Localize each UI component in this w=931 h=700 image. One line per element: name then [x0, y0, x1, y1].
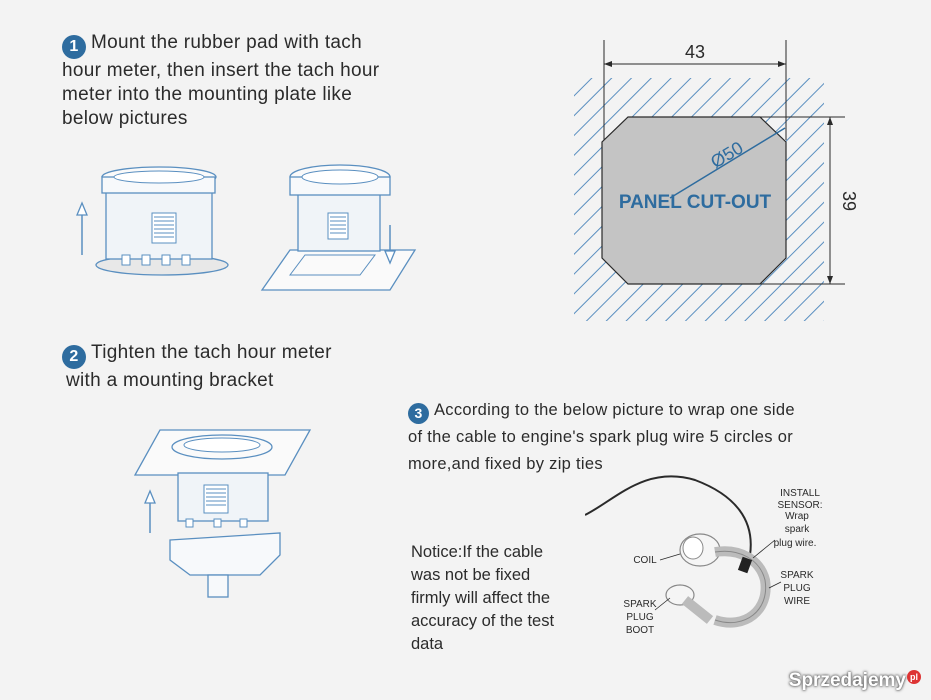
- step-1-illustration: [76, 164, 417, 291]
- width-label: 43: [685, 42, 705, 62]
- panel-cutout-diagram: 43 39 Ø50 PANEL CUT-OUT: [574, 40, 859, 321]
- step-3-line-1-text: According to the below picture to wrap o…: [434, 401, 795, 419]
- spark-plug-wire-label-1: SPARK: [780, 570, 813, 581]
- spark-plug-wire-label-3: WIRE: [784, 596, 810, 607]
- gauge-over-mounting-plate: [260, 164, 417, 291]
- notice-line-2: was not be fixed: [411, 566, 531, 584]
- install-sensor-label-5: plug wire.: [774, 538, 817, 549]
- install-sensor-label-4: spark: [785, 524, 810, 535]
- notice-line-3: firmly will affect the: [411, 589, 551, 607]
- panel-cutout-label: PANEL CUT-OUT: [619, 192, 772, 213]
- step-1-line-1-text: Mount the rubber pad with tach: [91, 32, 362, 53]
- coil-label: COIL: [633, 555, 657, 566]
- mounting-bracket: [169, 532, 281, 576]
- step-3-number-badge: 3: [408, 403, 429, 424]
- gauge-with-rubber-pad: [95, 166, 229, 276]
- arrow-up-icon: [144, 489, 156, 533]
- step-3-line-3: more,and fixed by zip ties: [408, 455, 603, 473]
- height-label: 39: [839, 191, 859, 211]
- arrow-down-icon: [384, 225, 396, 265]
- sensor-wrap-illustration: INSTALL SENSOR: Wrap spark plug wire. CO…: [585, 475, 823, 636]
- spark-plug-boot-label-1: SPARK: [623, 599, 656, 610]
- install-sensor-label-2: SENSOR:: [777, 500, 822, 511]
- notice-line-5: data: [411, 635, 444, 653]
- arrow-up-icon: [76, 201, 88, 255]
- step-2-number-badge: 2: [62, 345, 86, 369]
- watermark-text: Sprzedajemy: [788, 670, 906, 691]
- notice-text: Notice:If the cable was not be fixed fir…: [411, 541, 601, 656]
- step-1-line-2: hour meter, then insert the tach hour: [62, 60, 380, 81]
- step-1-number-badge: 1: [62, 35, 86, 59]
- spark-plug-wire-label-2: PLUG: [783, 583, 810, 594]
- step-2-line-2: with a mounting bracket: [66, 370, 274, 391]
- step-1-line-4: below pictures: [62, 108, 188, 129]
- step-1-line-3: meter into the mounting plate like: [62, 84, 353, 105]
- step-3-line-2: of the cable to engine's spark plug wire…: [408, 428, 793, 446]
- step-3-line-1: 3 According to the below picture to wrap …: [408, 397, 878, 424]
- spark-plug-boot-label-2: PLUG: [626, 612, 653, 623]
- notice-line-4: accuracy of the test: [411, 612, 555, 630]
- step-2-illustration: [133, 429, 312, 598]
- watermark-badge: pl: [907, 670, 921, 684]
- spark-plug-boot-label-3: BOOT: [626, 625, 654, 636]
- step-2-line-1-text: Tighten the tach hour meter: [91, 342, 332, 363]
- notice-line-1: Notice:If the cable: [411, 543, 544, 561]
- install-sensor-label-3: Wrap: [785, 511, 809, 522]
- install-sensor-label-1: INSTALL: [780, 488, 820, 499]
- step-3-text: 3 According to the below picture to wrap …: [408, 397, 878, 478]
